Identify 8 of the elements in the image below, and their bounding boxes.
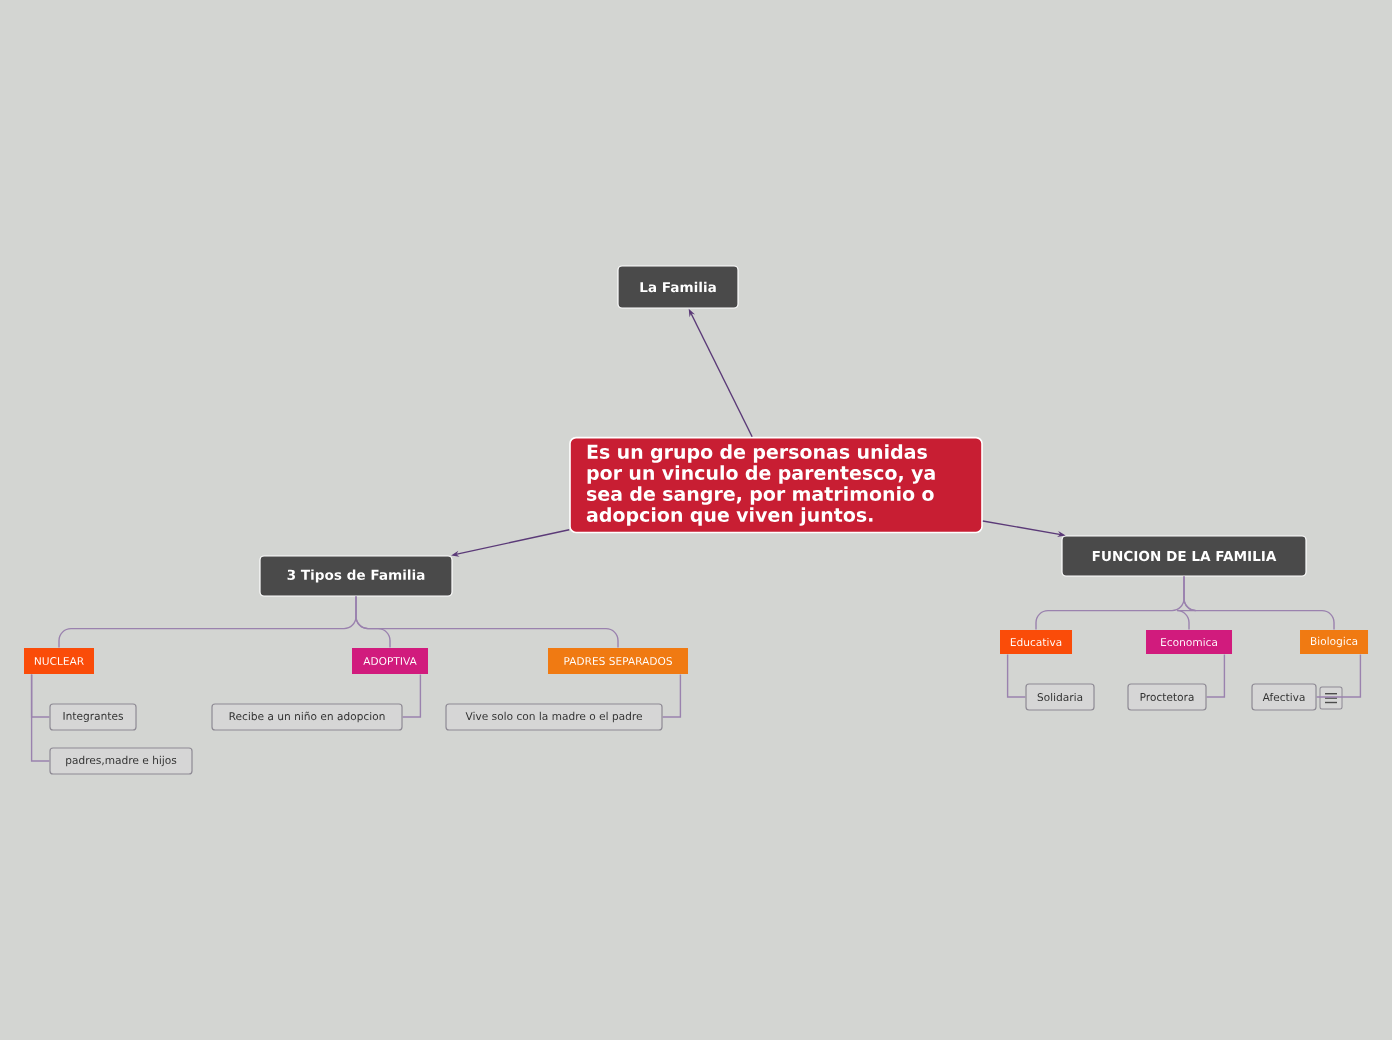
connector-line: [661, 673, 682, 718]
connector-line: [1205, 653, 1226, 698]
connector-line: [30, 673, 51, 762]
connector-line: [401, 673, 422, 718]
central-topic-box: Es un grupo de personas unidas por un vinculo de parentesco, ya sea de sangre, por matrimonio o adopcion que viven juntos.: [569, 436, 983, 534]
connector-line: [1315, 653, 1362, 698]
connector-line: [1183, 575, 1335, 631]
connector-line: [1006, 653, 1027, 698]
